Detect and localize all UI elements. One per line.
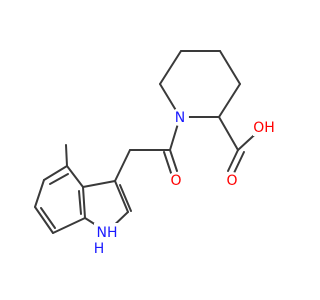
bond: [82, 186, 86, 219]
bond: [43, 165, 68, 181]
chemical-structure-diagram: N OH O O NH H: [34, 50, 275, 257]
bond: [49, 173, 69, 185]
bond: [114, 180, 129, 213]
indole-nh-label: NH: [97, 225, 118, 241]
bond: [218, 83, 241, 118]
bond: [227, 149, 239, 172]
label-background: [94, 223, 120, 245]
atom-label-layer: N OH O O NH H: [93, 108, 275, 257]
bond: [78, 190, 82, 215]
bond: [219, 50, 241, 85]
label-background: [171, 108, 189, 126]
bond: [66, 165, 84, 188]
carbonyl-oxygen-label: O: [170, 173, 181, 189]
hydroxyl-label: OH: [253, 120, 275, 136]
bond: [82, 180, 116, 188]
bond: [169, 149, 178, 172]
bond: [65, 144, 68, 167]
bond: [119, 184, 132, 212]
carboxyl-oxygen-label: O: [226, 173, 237, 189]
bond-layer: [34, 50, 263, 234]
bond: [40, 207, 56, 229]
indole-h-label: H: [94, 241, 105, 257]
label-background: [93, 242, 105, 256]
label-background: [253, 119, 274, 136]
bond: [233, 151, 245, 174]
label-background: [223, 172, 241, 190]
bond: [218, 116, 239, 151]
nitrogen-atom-label: N: [175, 110, 185, 126]
bond: [114, 149, 131, 182]
bond: [159, 50, 182, 85]
bond: [34, 206, 54, 234]
bond: [163, 151, 172, 174]
label-background: [167, 172, 185, 190]
bond: [34, 179, 45, 208]
bond: [52, 217, 86, 234]
